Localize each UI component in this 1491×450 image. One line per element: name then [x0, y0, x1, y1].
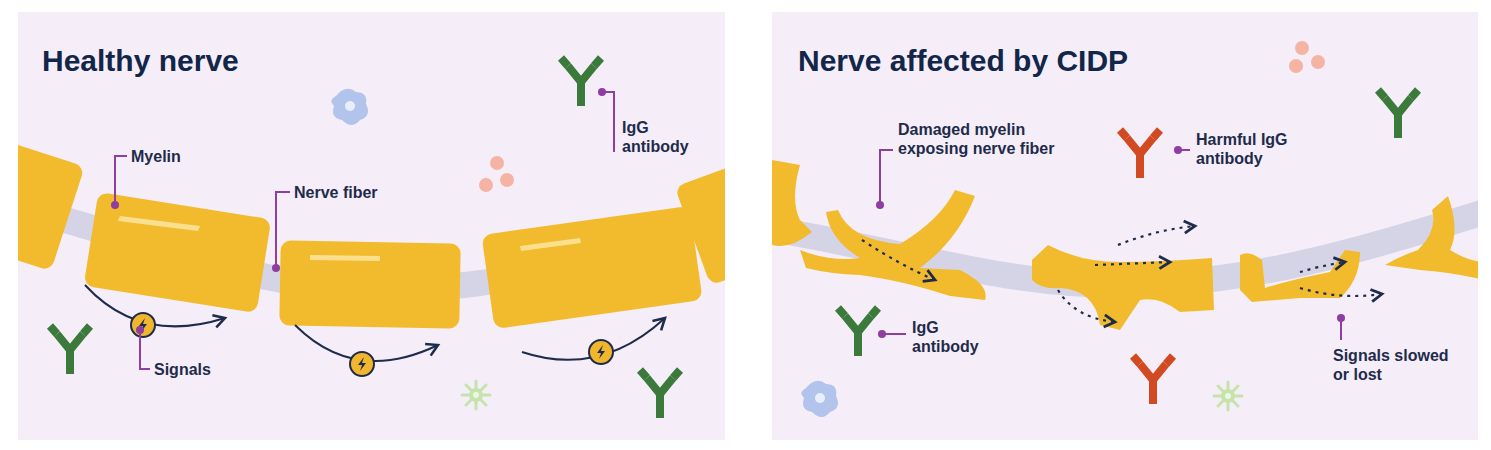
- panel-title: Nerve affected by CIDP: [798, 44, 1128, 77]
- leader-line: [880, 150, 1341, 340]
- igg-antibody: [838, 308, 878, 356]
- signal-arrow: [862, 226, 1382, 322]
- part-label: Myelin: [131, 147, 251, 166]
- part-label: Signals slowed or lost: [1333, 346, 1468, 384]
- igg-antibody: [1378, 90, 1418, 138]
- panel-title: Healthy nerve: [42, 44, 239, 77]
- panel-ground: [772, 12, 1478, 440]
- part-label: IgG antibody: [622, 118, 717, 156]
- part-label: Signals: [154, 360, 274, 379]
- damaged-myelin: [772, 160, 1478, 330]
- signal-arrow: [85, 285, 665, 361]
- part-label: Harmful IgG antibody: [1196, 130, 1316, 168]
- part-label: Damaged myelin exposing nerve fiber: [898, 120, 1058, 158]
- leader-line: [115, 92, 614, 369]
- myelin-segment: [18, 139, 725, 329]
- harmful-igg-antibody: [1133, 356, 1173, 404]
- panel-ground: [18, 12, 725, 440]
- igg-antibody: [640, 370, 680, 418]
- harmful-igg-antibody: [1120, 130, 1160, 178]
- igg-antibody: [50, 326, 90, 374]
- part-label: Nerve fiber: [294, 183, 434, 202]
- igg-antibody: [561, 58, 601, 106]
- part-label: IgG antibody: [912, 318, 1007, 356]
